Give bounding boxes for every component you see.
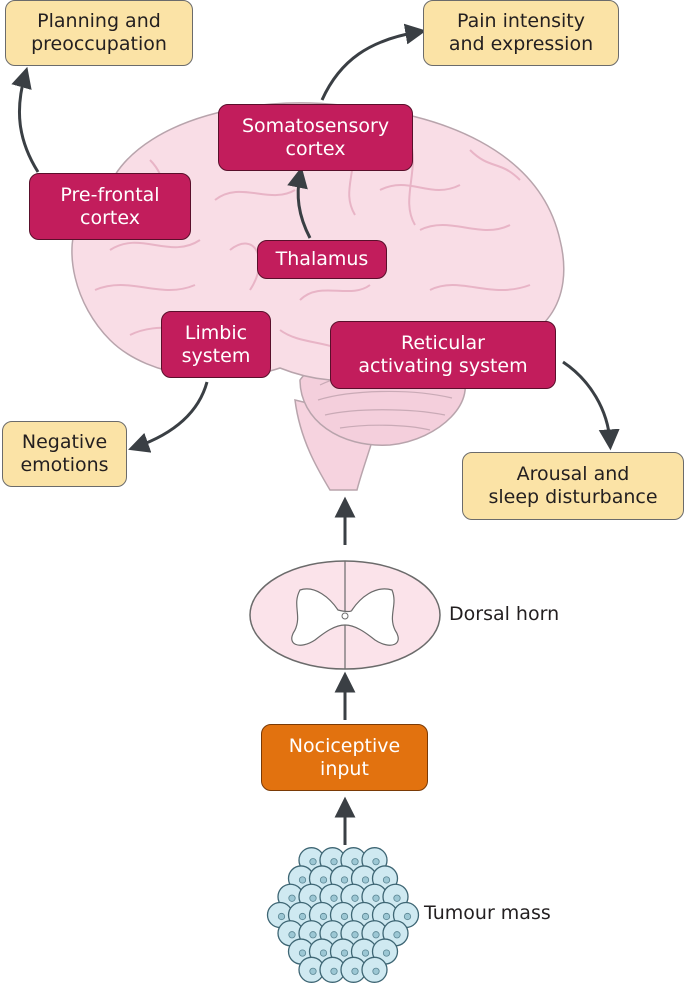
label-limbic-system: Limbic system (161, 311, 271, 378)
arrows (11, 23, 620, 845)
cell-nucleus (319, 949, 328, 957)
cell-nucleus (330, 931, 338, 939)
cell-nucleus (309, 967, 317, 975)
label-thalamus: Thalamus (257, 240, 387, 279)
cell-nucleus (393, 894, 401, 902)
cell-nucleus (309, 858, 317, 866)
cell-nucleus (361, 876, 370, 884)
outcome-pain-intensity: Pain intensity and expression (423, 0, 619, 66)
cell-nucleus (298, 949, 307, 957)
outcome-planning: Planning and preoccupation (5, 0, 193, 66)
outcome-arousal: Arousal and sleep disturbance (462, 452, 684, 520)
arrow-prefrontal-to-planning (11, 66, 40, 173)
cell-nucleus (372, 967, 380, 975)
cell-nucleus (340, 876, 349, 884)
label-tumour-mass: Tumour mass (424, 902, 551, 924)
arrow-thalamus-to-somatosensory (287, 166, 312, 239)
cell-nucleus (382, 912, 391, 921)
cell-nucleus (298, 912, 307, 921)
label-prefrontal-cortex: Pre-frontal cortex (29, 173, 191, 240)
cell-nucleus (330, 858, 338, 866)
tumour-mass-illustration (266, 847, 420, 983)
cell-nucleus (393, 931, 401, 939)
cell-nucleus (340, 912, 349, 921)
cell-nucleus (403, 912, 412, 921)
cell-nucleus (351, 967, 359, 975)
cell-nucleus (372, 894, 380, 902)
cell-nucleus (319, 876, 328, 884)
cell-nucleus (351, 894, 359, 902)
cell-nucleus (372, 931, 380, 939)
cell-nucleus (340, 949, 349, 957)
spinal-cord-section (249, 560, 441, 670)
cell-nucleus (361, 912, 370, 921)
arrow-limbic-to-negative (128, 381, 209, 453)
cell-nucleus (330, 967, 338, 975)
cell-nucleus (288, 931, 296, 939)
cell-nucleus (277, 912, 286, 921)
cell-nucleus (382, 876, 391, 884)
label-nociceptive-input: Nociceptive input (261, 724, 428, 791)
arrow-somatosensory-to-pain (320, 23, 427, 101)
label-somatosensory-cortex: Somatosensory cortex (218, 104, 413, 171)
cell-nucleus (382, 949, 391, 957)
outcome-negative-emotions: Negative emotions (2, 421, 127, 487)
cell-nucleus (319, 912, 328, 921)
cell-nucleus (330, 894, 338, 902)
cell-nucleus (351, 858, 359, 866)
label-dorsal-horn: Dorsal horn (449, 603, 560, 625)
cell-nucleus (372, 858, 380, 866)
cell-nucleus (288, 894, 296, 902)
cell-nucleus (351, 931, 359, 939)
cell-nucleus (309, 894, 317, 902)
label-reticular-activating-system: Reticular activating system (330, 321, 556, 389)
arrow-reticular-to-arousal (562, 360, 620, 451)
cell-nucleus (309, 931, 317, 939)
cell-nucleus (298, 876, 307, 884)
cell-nucleus (361, 949, 370, 957)
